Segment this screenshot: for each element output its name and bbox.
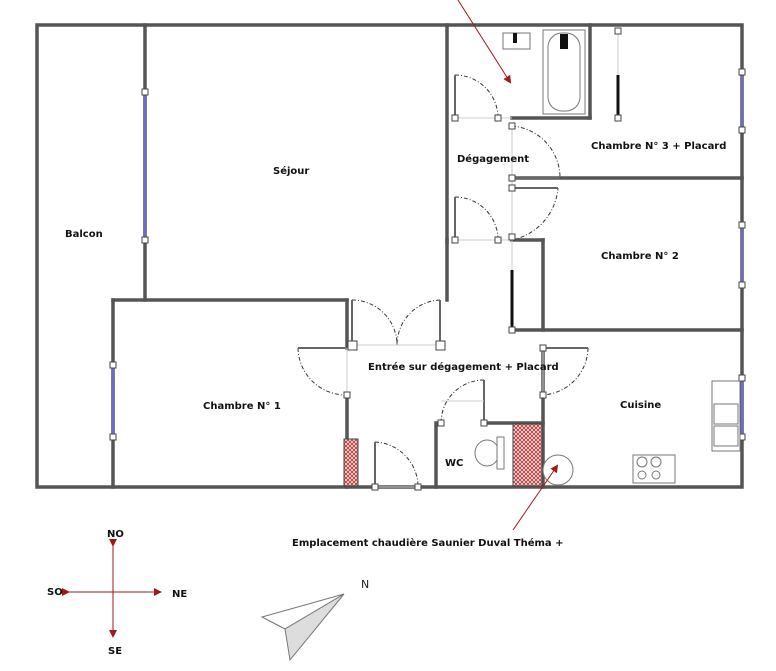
room-label-chambre2: Chambre N° 2 <box>601 251 679 262</box>
annotation-arrows <box>457 0 559 531</box>
room-label-cuisine: Cuisine <box>620 400 661 411</box>
fixtures <box>474 29 741 486</box>
boiler-annotation: Emplacement chaudière Saunier Duval Thém… <box>292 537 564 549</box>
room-label-degagement: Dégagement <box>457 153 529 165</box>
north-arrow-icon: N <box>260 578 369 662</box>
room-label-chambre1: Chambre N° 1 <box>203 401 281 412</box>
compass-no: NO <box>107 529 124 540</box>
room-label-balcon: Balcon <box>65 229 103 240</box>
compass-ne: NE <box>172 589 187 600</box>
room-label-entree: Entrée sur dégagement + Placard <box>368 361 559 373</box>
sink-icon <box>711 380 741 452</box>
room-labels: Balcon Séjour Dégagement Chambre N° 3 + … <box>65 141 726 549</box>
room-label-chambre3: Chambre N° 3 + Placard <box>591 141 726 152</box>
windows <box>112 72 743 437</box>
washbasin-icon <box>502 32 531 50</box>
placard-hatched <box>343 423 543 487</box>
doors <box>109 27 746 491</box>
bathtub-icon <box>542 29 586 115</box>
toilet-icon <box>474 436 505 470</box>
room-label-wc: WC <box>445 458 463 469</box>
stove-icon <box>632 454 676 484</box>
room-label-sejour: Séjour <box>273 165 309 177</box>
compass-so: SO <box>47 587 63 598</box>
compass-rose: NO SO NE SE <box>47 529 187 657</box>
north-label: N <box>361 578 369 591</box>
compass-se: SE <box>108 646 122 657</box>
